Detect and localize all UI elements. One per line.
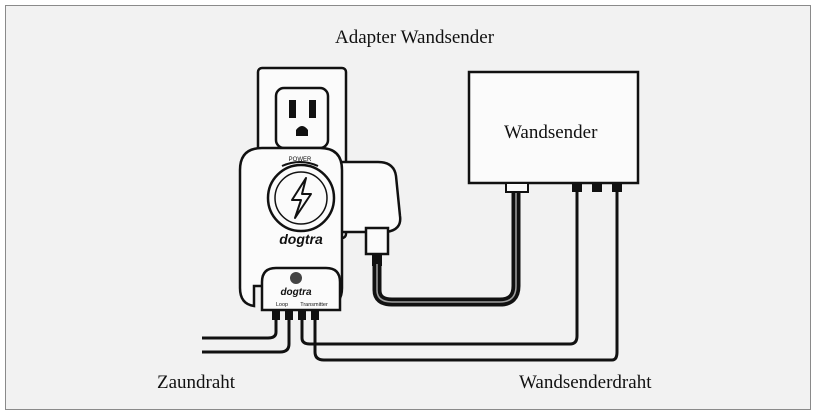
power-adapter-plug	[338, 160, 402, 266]
lightning-icon	[291, 177, 312, 219]
brand-logo-upper: dogtra	[279, 231, 323, 247]
fence-wire-label: Zaundraht	[157, 372, 236, 393]
dog-logo-icon	[290, 272, 302, 284]
wall-transmitter-label: Wandsender	[504, 122, 598, 143]
transmitter-wire-label: Wandsenderdraht	[519, 372, 652, 393]
port-label-transmitter: Transmitter	[300, 302, 328, 308]
brand-logo-lower: dogtra	[280, 287, 312, 298]
diagram-title: Adapter Wandsender	[335, 27, 495, 48]
power-label: POWER	[289, 157, 312, 163]
port-label-loop: Loop	[276, 302, 288, 308]
transmitter-wires	[300, 192, 619, 362]
fence-wires	[202, 320, 291, 354]
wall-transmitter-box	[467, 70, 640, 193]
dogtra-adapter-device: POWER dogtra dogtra Loop Transmitter	[238, 146, 344, 320]
